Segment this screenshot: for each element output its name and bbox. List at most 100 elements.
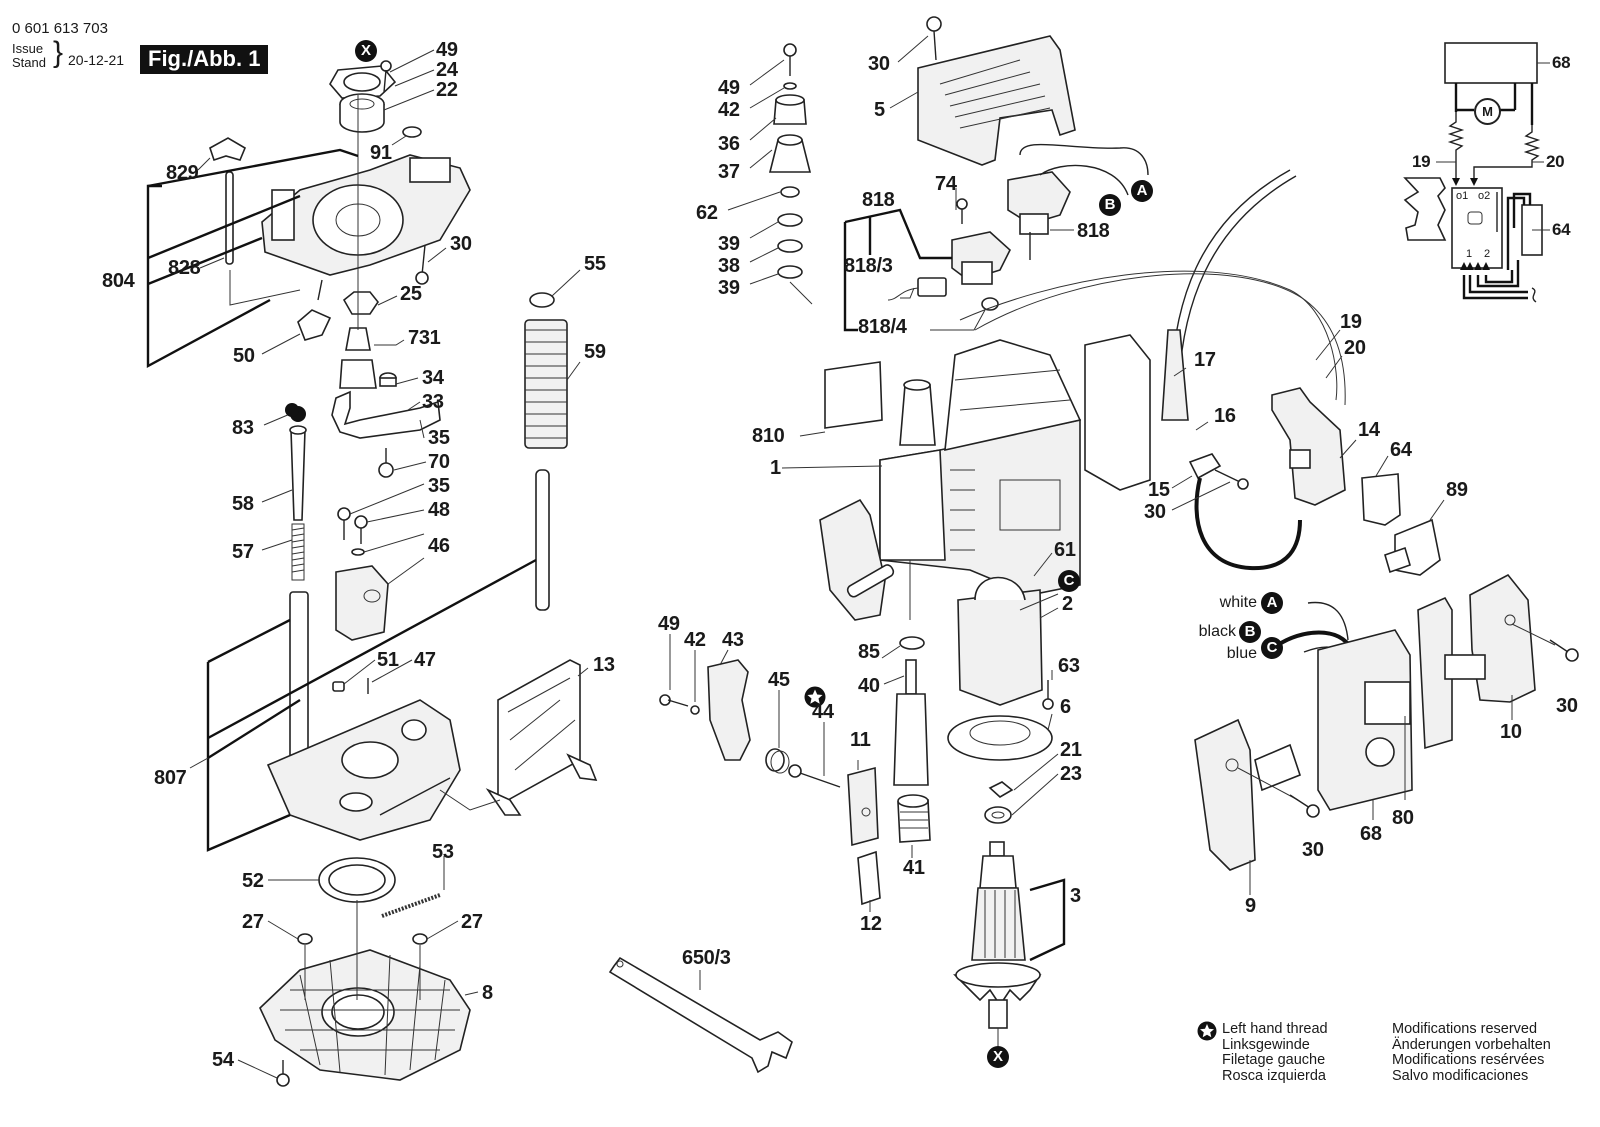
label-part-22: 22	[436, 79, 458, 101]
label-part-83: 83	[232, 417, 254, 439]
label-part-23: 23	[1060, 763, 1082, 785]
small-parts-51-47	[332, 678, 369, 694]
handle-left	[819, 498, 895, 621]
axis-line-30-left	[1237, 767, 1299, 801]
label-part-39: 39	[718, 277, 740, 299]
bracket-3	[1029, 878, 1066, 962]
wing-bolt-part-50	[297, 279, 332, 341]
label-part-57: 57	[232, 541, 254, 563]
label-part-37: 37	[718, 161, 740, 183]
label-part-74: 74	[935, 173, 957, 195]
rod-part-58	[289, 425, 307, 521]
screws-part-35-48	[337, 507, 368, 556]
knob-stack	[768, 43, 813, 305]
label-part-68: 68	[1360, 823, 1382, 845]
brace-glyph: }	[53, 36, 64, 69]
schematic-label-64: 64	[1552, 220, 1571, 239]
bracket-818	[843, 208, 952, 332]
label-part-731: 731	[408, 327, 441, 349]
label-part-44: 44	[812, 701, 834, 723]
label-part-70: 70	[428, 451, 450, 473]
label-part-20: 20	[1344, 337, 1366, 359]
armature-part-3	[953, 841, 1042, 1029]
label-part-30: 30	[1302, 839, 1324, 861]
cord-part-17-a	[1169, 169, 1291, 411]
label-part-89: 89	[1446, 479, 1468, 501]
cord-clamp-part-15	[1188, 453, 1249, 490]
legend-line-fr: Filetage gauche	[1222, 1052, 1326, 1068]
clip-part-21	[988, 781, 1014, 798]
wire-20	[974, 273, 1346, 406]
label-part-55: 55	[584, 253, 606, 275]
electronics-housing-part-68	[1317, 629, 1413, 811]
wiring-schematic	[1403, 42, 1550, 303]
figure-title: Fig./Abb. 1	[140, 45, 269, 74]
legend-mod-de: Änderungen vorbehalten	[1392, 1036, 1551, 1053]
pin-part-828	[225, 171, 234, 265]
lever-part-43	[707, 659, 751, 761]
label-part-39: 39	[718, 233, 740, 255]
label-part-15: 15	[1148, 479, 1170, 501]
switch-pin-1: 1	[1466, 248, 1473, 260]
label-part-61: 61	[1054, 539, 1076, 561]
sleeve-part-731	[339, 327, 377, 389]
issue-label: Issue Stand	[12, 42, 46, 70]
turret-part-46	[335, 565, 389, 641]
label-part-35: 35	[428, 475, 450, 497]
cord-part-17-b	[1177, 175, 1297, 411]
handle-part-10	[1444, 573, 1536, 703]
spring-part-818-4	[981, 297, 999, 311]
legend-mod-en: Modifications reserved	[1392, 1021, 1538, 1037]
label-part-33: 33	[422, 391, 444, 413]
base-part-807	[266, 699, 461, 841]
plate-part-11	[847, 766, 879, 847]
housing-part-1	[879, 334, 1151, 596]
o-ring-part-85	[899, 636, 925, 650]
label-part-9: 9	[1245, 895, 1256, 917]
switch-terminal-2: o2	[1478, 190, 1491, 202]
label-part-24: 24	[436, 59, 458, 81]
spring-part-57	[291, 523, 305, 581]
badge-a-white: A	[1261, 592, 1283, 614]
axis-line-30-right	[1511, 623, 1556, 646]
label-part-42: 42	[718, 99, 740, 121]
screw-part-30-left	[1289, 794, 1320, 818]
badge-b-black: B	[1239, 621, 1261, 643]
label-part-12: 12	[860, 913, 882, 935]
cover-part-5	[917, 16, 1076, 166]
label-part-41: 41	[903, 857, 925, 879]
label-part-51: 51	[377, 649, 399, 671]
nut-part-27-right	[412, 933, 428, 945]
screw-part-30-housing	[415, 244, 429, 285]
label-part-13: 13	[593, 654, 615, 676]
label-part-62: 62	[696, 202, 718, 224]
screw-part-63	[1042, 680, 1054, 710]
plate-part-12	[857, 850, 881, 906]
label-part-10: 10	[1500, 721, 1522, 743]
label-part-807: 807	[154, 767, 187, 789]
switch-part-14	[1271, 387, 1346, 506]
label-part-48: 48	[428, 499, 450, 521]
legend-modifications: Modifications reserved Änderungen vorbeh…	[1392, 1021, 1551, 1084]
label-part-810: 810	[752, 425, 785, 447]
label-part-63: 63	[1058, 655, 1080, 677]
wire-white	[1307, 601, 1349, 641]
legend-line-en: Left hand thread	[1222, 1021, 1328, 1037]
badge-a: A	[1131, 180, 1153, 202]
bellows-part-59	[524, 319, 568, 449]
spindle-shaft-part-40	[893, 659, 929, 786]
guide-column-left	[289, 591, 309, 773]
label-part-818-4: 818/4	[858, 316, 907, 338]
handle-part-9	[1194, 718, 1301, 871]
bearing-flange-part-24	[329, 65, 397, 99]
bearing-part-22	[339, 93, 385, 133]
label-part-49: 49	[658, 613, 680, 635]
nut-part-25	[342, 291, 379, 315]
issue-label-en: Issue	[12, 41, 44, 56]
label-part-2: 2	[1062, 593, 1073, 615]
label-part-5: 5	[874, 99, 885, 121]
label-part-59: 59	[584, 341, 606, 363]
leader-13	[439, 789, 501, 811]
label-part-25: 25	[400, 283, 422, 305]
